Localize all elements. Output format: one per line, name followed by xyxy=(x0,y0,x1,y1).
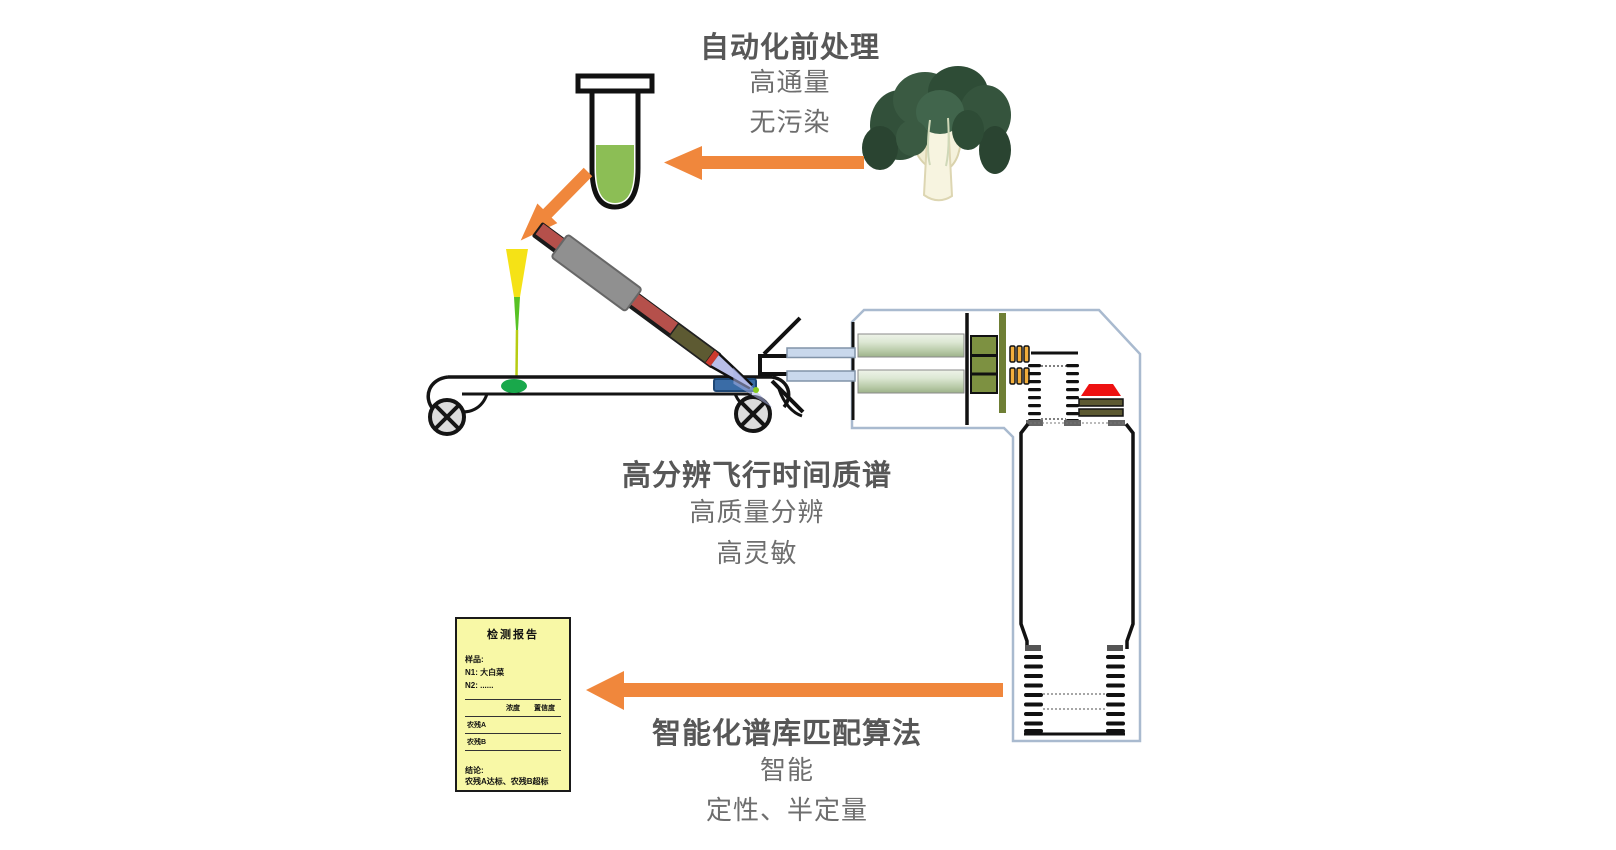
flight-tube-icon xyxy=(1019,422,1135,649)
report-title: 检测报告 xyxy=(487,629,539,641)
chamber-outline xyxy=(850,308,1142,743)
pretreatment-title: 自动化前处理 xyxy=(699,32,880,64)
report-conclusion-label: 结论: xyxy=(465,766,484,775)
conveyor-wheel-left-icon xyxy=(428,398,466,436)
sample-spot-icon xyxy=(501,379,527,393)
accelerator-icon xyxy=(1028,351,1079,423)
tof-feature-1: 高质量分辨 xyxy=(689,497,825,527)
report-table: 浓度 置信度 农残A 农残B xyxy=(465,699,561,751)
matching-feature-2: 定性、半定量 xyxy=(705,795,868,825)
arrow-vegetable-to-tube-icon xyxy=(664,146,864,180)
report-row-pesticide-a: 农残A xyxy=(467,722,487,729)
tof-feature-2: 高灵敏 xyxy=(716,538,798,568)
report-conclusion-text: 农残A达标、农残B超标 xyxy=(465,777,549,786)
tof-title: 高分辨飞行时间质谱 xyxy=(621,460,892,492)
report-col-concentration: 浓度 xyxy=(506,705,520,712)
test-report-card: 检测报告 样品: N1: 大白菜 N2: ...... 浓度 置信度 农残A 农… xyxy=(455,617,571,792)
reflectron-icon xyxy=(1024,645,1125,736)
report-col-confidence: 置信度 xyxy=(534,705,555,712)
pretreatment-feature-2: 无污染 xyxy=(749,107,831,137)
droplet-icon xyxy=(753,387,759,393)
report-sample-n2: N2: ...... xyxy=(465,681,494,690)
pretreatment-feature-1: 高通量 xyxy=(749,67,831,97)
detector-icon xyxy=(1078,384,1124,417)
mass-spectrometer-icon xyxy=(758,308,1142,743)
sample-tube-icon xyxy=(575,73,655,210)
vegetable-icon xyxy=(862,66,1011,202)
report-sample-label: 样品: xyxy=(465,655,484,664)
inlet-cone-icon xyxy=(758,316,805,418)
quadrupole-rod-top xyxy=(857,333,965,358)
ion-guide-bar-bottom xyxy=(786,370,856,382)
report-sample-n1: N1: 大白菜 xyxy=(465,668,505,677)
report-row-pesticide-b: 农残B xyxy=(467,739,487,746)
pipette-tip-icon xyxy=(506,249,528,378)
arrow-tube-to-pipette-icon xyxy=(520,167,593,241)
quadrupole-rod-bottom xyxy=(857,369,965,394)
conveyor-belt-icon xyxy=(426,375,791,436)
matching-feature-1: 智能 xyxy=(759,755,814,785)
lens-stack-icon xyxy=(970,313,1006,413)
grid-electrodes-icon xyxy=(1009,345,1030,385)
ionization-probe-icon xyxy=(532,222,773,408)
conveyor-wheel-right-icon xyxy=(734,395,772,433)
ion-guide-bar-top xyxy=(786,347,856,359)
arrow-ms-to-report-icon xyxy=(586,671,1003,710)
matching-title: 智能化谱库匹配算法 xyxy=(651,718,922,750)
